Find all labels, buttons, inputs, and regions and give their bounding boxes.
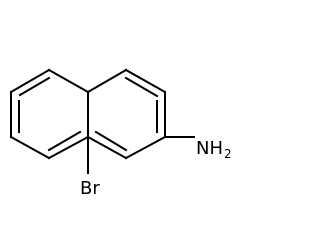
bond-right-ring-top-left (86, 68, 128, 94)
bond-right-ring-bottom-left (86, 135, 128, 160)
bromine-label: Br (80, 178, 100, 199)
bond-right-ring-top-right (124, 68, 167, 94)
bond-left-ring-bottom-right (47, 135, 90, 160)
bond-right-ring-bottom-right (124, 135, 167, 160)
bond-left-ring-top-right (47, 68, 90, 94)
bond-left-ring-bottom-left (9, 135, 51, 160)
structure-canvas: NH 2 Br (9, 68, 232, 199)
bond-left-ring-inner-top (18, 76, 51, 97)
bond-left-ring-top-left (9, 68, 51, 94)
bond-left-ring-inner-bottom (47, 130, 82, 152)
bond-right-ring-inner-top (124, 76, 159, 98)
molecule-structure: NH 2 Br (9, 68, 232, 199)
amine-label: NH (196, 138, 223, 159)
amine-subscript: 2 (224, 147, 232, 161)
bond-right-ring-inner-bottom (94, 130, 128, 152)
